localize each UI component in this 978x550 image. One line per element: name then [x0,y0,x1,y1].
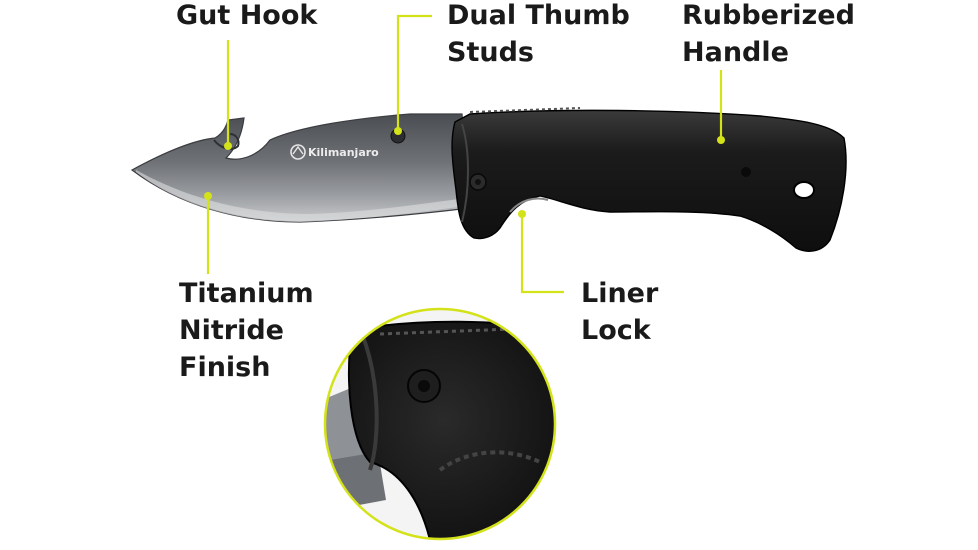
callout-dual-thumb-studs-line-1: Dual Thumb [447,0,630,31]
callout-dual-thumb-studs: Dual Thumb Studs [447,0,630,71]
callout-finish-line-1: Titanium [179,278,314,309]
blade-logo-icon [290,144,306,160]
thumb-studs-leader [396,14,432,131]
callout-liner-lock: Liner Lock [581,275,658,349]
callout-rubberized-handle-line-1: Rubberized [682,0,855,31]
callout-titanium-nitride-finish: Titanium Nitride Finish [179,275,314,386]
handle [451,107,847,252]
blade-logo-text: Kilimanjaro [308,146,379,159]
callout-gut-hook: Gut Hook [176,0,317,34]
callout-finish-line-2: Nitride [179,315,284,346]
callout-liner-lock-line-2: Lock [581,315,651,346]
leader-lines [206,14,723,294]
zoom-circle-border [323,307,557,541]
callout-dual-thumb-studs-line-2: Studs [447,37,534,68]
callout-rubberized-handle-line-2: Handle [682,37,789,68]
callout-finish-line-3: Finish [179,352,271,383]
callout-liner-lock-line-1: Liner [581,278,659,309]
callout-rubberized-handle: Rubberized Handle [682,0,855,71]
callout-gut-hook-line-1: Gut Hook [176,0,318,31]
zoom-detail [325,309,555,539]
liner-lock-leader [520,214,564,294]
blade [130,113,471,223]
